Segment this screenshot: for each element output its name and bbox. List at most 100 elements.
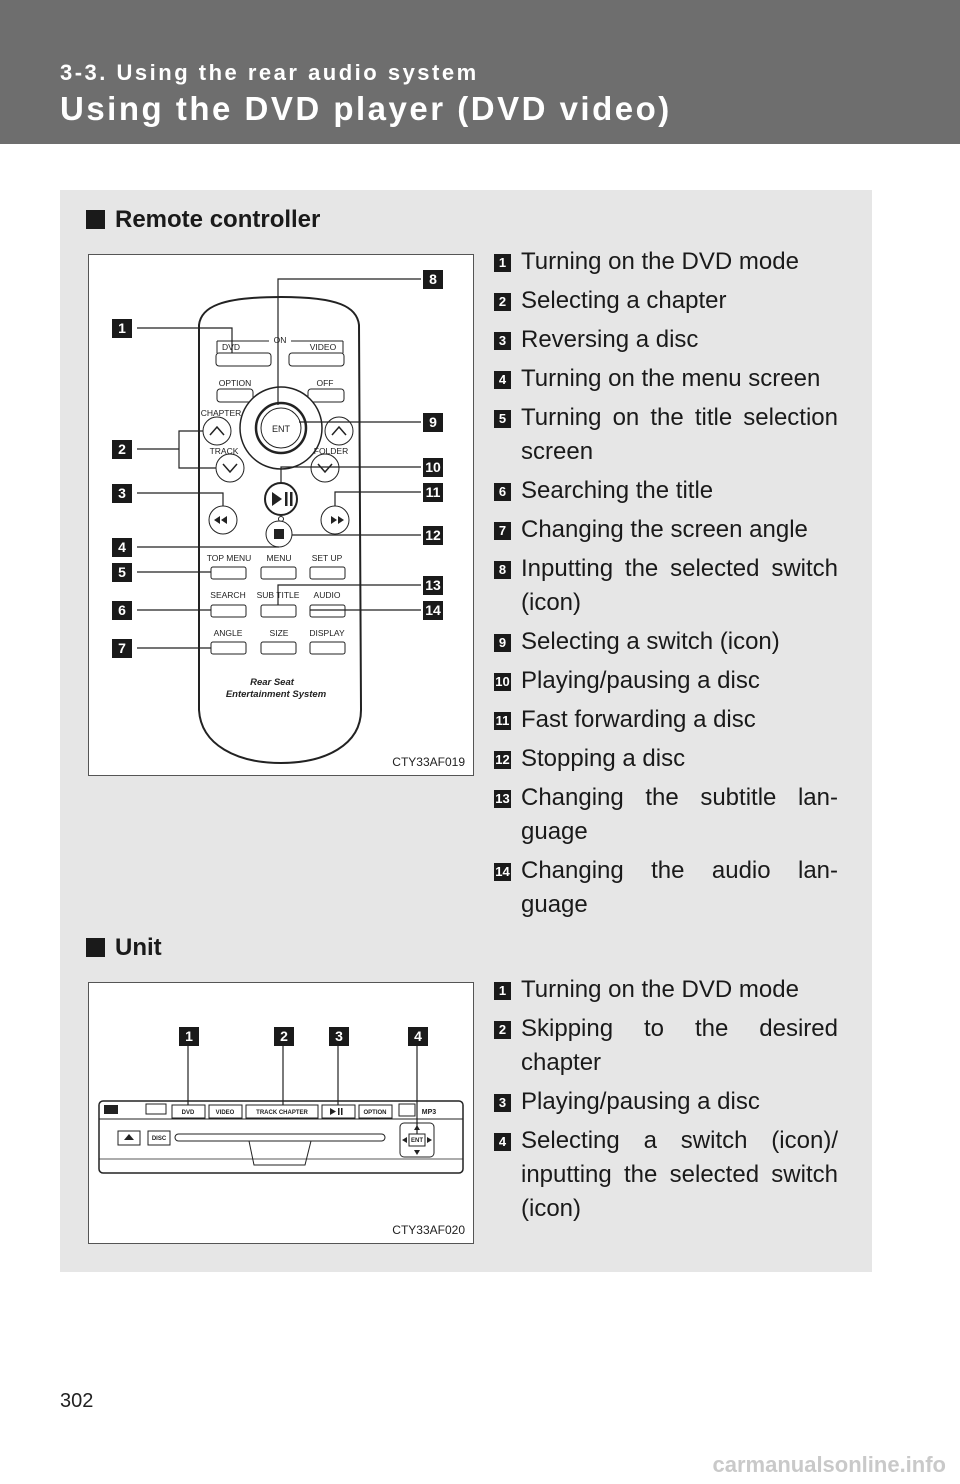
remote-callout-8: 8 — [423, 270, 443, 289]
remote-callout-13: 13 — [423, 576, 443, 595]
video-button-shape — [288, 352, 345, 367]
remote-label-ent: ENT — [272, 424, 291, 434]
remote-label-set-up: SET UP — [312, 553, 343, 563]
angle-shape — [210, 641, 247, 655]
remote-callout-5: 5 — [112, 563, 132, 582]
remote-label-top-menu: TOP MENU — [207, 553, 252, 563]
unit-heading: Unit — [86, 934, 162, 962]
unit-option-shape — [358, 1104, 393, 1119]
setup-shape — [309, 566, 346, 580]
remote-figure: ON DVD VIDEO OPTION OFF CHAPTER TRACK FO… — [88, 254, 474, 776]
unit-label-ent: ENT — [411, 1138, 423, 1144]
remote-callout-10: 10 — [423, 458, 443, 477]
dolby-logo-shape — [104, 1105, 118, 1114]
ent-button-shape — [254, 401, 308, 455]
unit-label-dvd: DVD — [182, 1110, 195, 1116]
unit-label-mp3: MP3 — [422, 1109, 437, 1116]
page-header: 3-3. Using the rear audio system Using t… — [0, 0, 960, 144]
remote-label-track: TRACK — [210, 446, 239, 456]
remote-label-audio: AUDIO — [314, 590, 341, 600]
audio-shape — [309, 604, 346, 618]
remote-callout-9: 9 — [423, 413, 443, 432]
remote-label-video: VIDEO — [310, 342, 337, 352]
menu-shape — [260, 566, 297, 580]
remote-label-search: SEARCH — [210, 590, 245, 600]
remote-label-chapter: CHAPTER — [201, 408, 242, 418]
display-shape — [309, 641, 346, 655]
remote-label-option: OPTION — [219, 378, 252, 388]
unit-callout-2: 2 — [274, 1027, 294, 1046]
remote-figure-code: CTY33AF019 — [392, 755, 465, 769]
remote-diagram: ON DVD VIDEO OPTION OFF CHAPTER TRACK FO… — [137, 278, 421, 765]
unit-disc-button-shape — [147, 1130, 171, 1146]
disc-logo-shape — [398, 1103, 416, 1117]
size-shape — [260, 641, 297, 655]
square-bullet-icon — [86, 210, 105, 229]
unit-label-track-chapter: TRACK CHAPTER — [256, 1110, 308, 1116]
square-bullet-icon — [86, 938, 105, 957]
off-button-shape — [307, 388, 345, 403]
unit-callout-3: 3 — [329, 1027, 349, 1046]
unit-label-video: VIDEO — [216, 1110, 235, 1116]
remote-brand-line2: Entertainment System — [226, 689, 327, 700]
watermark: carmanualsonline.info — [712, 1452, 947, 1477]
unit-diagram: DVD VIDEO TRACK CHAPTER OPTION DISC ENT … — [98, 1045, 464, 1174]
remote-callout-3: 3 — [112, 484, 132, 503]
remote-callout-7: 7 — [112, 639, 132, 658]
unit-track-chapter-shape — [245, 1104, 319, 1119]
top-menu-shape — [210, 566, 247, 580]
remote-label-folder: FOLDER — [314, 446, 348, 456]
remote-label-dvd: DVD — [222, 342, 240, 352]
option-button-shape — [216, 388, 254, 403]
remote-callout-12: 12 — [423, 526, 443, 545]
remote-callout-2: 2 — [112, 440, 132, 459]
remote-heading: Remote controller — [86, 206, 320, 234]
unit-figure-code: CTY33AF020 — [392, 1223, 465, 1237]
remote-label-off: OFF — [317, 378, 334, 388]
unit-label-disc: DISC — [152, 1136, 167, 1142]
remote-label-size: SIZE — [270, 628, 289, 638]
dvd-button-shape — [215, 352, 272, 367]
remote-callout-4: 4 — [112, 538, 132, 557]
remote-callout-14: 14 — [423, 601, 443, 620]
unit-figure: DVD VIDEO TRACK CHAPTER OPTION DISC ENT … — [88, 982, 474, 1244]
remote-callout-11: 11 — [423, 483, 443, 502]
folder-down-shape — [310, 453, 340, 483]
unit-label-option: OPTION — [363, 1110, 386, 1116]
remote-callout-1: 1 — [112, 319, 132, 338]
unit-callout-4: 4 — [408, 1027, 428, 1046]
disc-slot — [174, 1133, 386, 1142]
search-shape — [210, 604, 247, 618]
remote-label-menu: MENU — [266, 553, 291, 563]
page-title: Using the DVD player (DVD video) — [60, 90, 672, 127]
section-label: 3-3. Using the rear audio system — [60, 60, 479, 85]
page-number: 302 — [60, 1390, 94, 1412]
folder-up-shape — [324, 416, 354, 446]
remote-brand-line1: Rear Seat — [250, 677, 295, 688]
dvd-logo-shape — [145, 1103, 167, 1115]
chapter-down-shape — [215, 453, 245, 483]
remote-callout-6: 6 — [112, 601, 132, 620]
subtitle-shape — [260, 604, 297, 618]
chapter-up-shape — [202, 416, 232, 446]
